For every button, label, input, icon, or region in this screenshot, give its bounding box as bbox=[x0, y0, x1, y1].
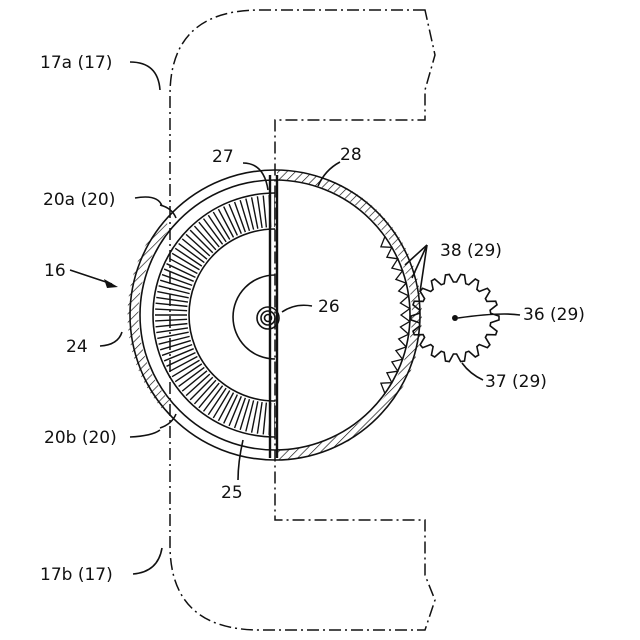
shaft-26 bbox=[257, 307, 279, 329]
label-24: 24 bbox=[66, 337, 88, 357]
blade bbox=[156, 324, 188, 327]
blade bbox=[257, 402, 262, 434]
label-36: 36 (29) bbox=[523, 305, 585, 325]
hub bbox=[233, 275, 275, 359]
arrow-head-16 bbox=[104, 279, 118, 288]
blade bbox=[156, 297, 188, 302]
housing-outline bbox=[170, 10, 435, 630]
label-28: 28 bbox=[340, 145, 362, 165]
label-17a: 17a (17) bbox=[40, 53, 112, 73]
label-17b: 17b (17) bbox=[40, 565, 113, 585]
blade bbox=[156, 303, 188, 306]
label-38: 38 (29) bbox=[440, 241, 502, 261]
blade bbox=[155, 319, 187, 321]
label-37: 37 (29) bbox=[485, 372, 547, 392]
blade bbox=[235, 398, 246, 428]
label-20a: 20a (20) bbox=[43, 190, 115, 210]
blade bbox=[263, 196, 266, 228]
notch-20b bbox=[160, 414, 176, 428]
label-27: 27 bbox=[212, 147, 234, 167]
label-20b: 20b (20) bbox=[44, 428, 117, 448]
blade bbox=[235, 202, 246, 232]
blade bbox=[257, 196, 262, 228]
pinion-shaft-36 bbox=[452, 315, 458, 321]
label-26: 26 bbox=[318, 297, 340, 317]
blade bbox=[162, 275, 192, 286]
blade bbox=[162, 345, 192, 356]
blade bbox=[156, 328, 188, 333]
blade bbox=[263, 403, 266, 435]
blade bbox=[155, 309, 187, 311]
label-25: 25 bbox=[221, 483, 243, 503]
divider-plate-27 bbox=[270, 175, 277, 458]
label-16: 16 bbox=[44, 261, 66, 281]
